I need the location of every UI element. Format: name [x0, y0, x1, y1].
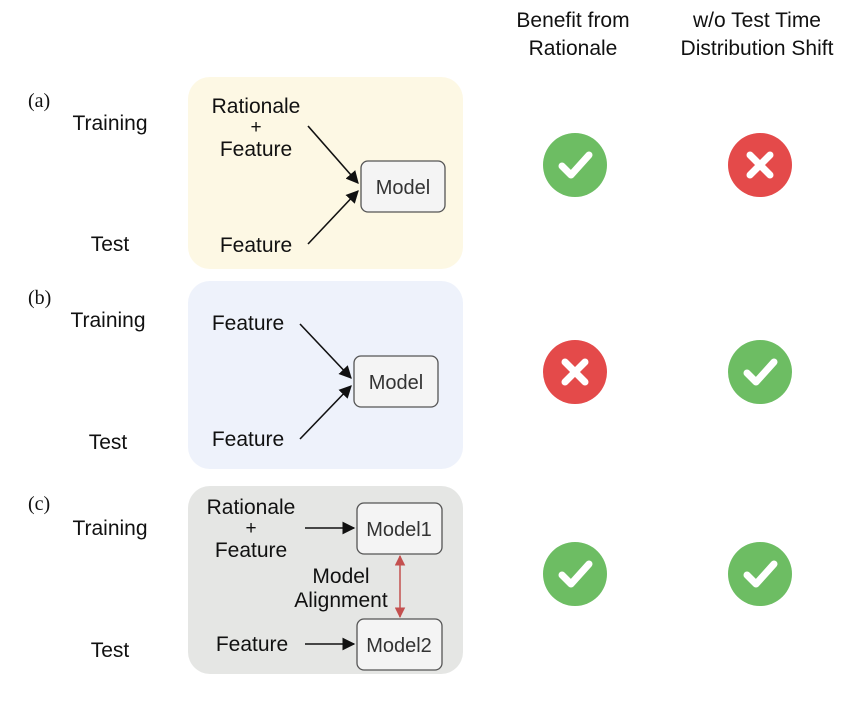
- row-c-train-input-line1: Rationale: [207, 496, 296, 519]
- row-b-benefit-cross-icon: [543, 340, 607, 404]
- row-c-model2-label: Model2: [366, 635, 432, 657]
- row-a-test-input: Feature: [220, 234, 292, 257]
- header-shift-line1: w/o Test Time: [692, 9, 821, 32]
- row-a-train-arrow: [307, 125, 359, 184]
- row-b-test-label: Test: [89, 431, 128, 454]
- row-a-test-arrow: [307, 190, 359, 245]
- row-b-train-arrow: [299, 323, 352, 379]
- header-benefit-line2: Rationale: [529, 37, 618, 60]
- row-c-alignment-line1: Model: [312, 565, 369, 588]
- row-b-test-input: Feature: [212, 428, 284, 451]
- row-c: (c) Training Test Rationale + Feature Mo…: [28, 486, 792, 674]
- header-benefit-line1: Benefit from: [516, 9, 629, 32]
- row-a-benefit-check-icon: [543, 133, 607, 197]
- row-a-panel: [188, 77, 463, 269]
- row-c-model2-box: [356, 618, 443, 671]
- row-a: (a) Training Test Rationale + Feature Fe…: [28, 77, 792, 269]
- row-b-model-box: [353, 355, 439, 408]
- header-shift-line2: Distribution Shift: [681, 37, 834, 60]
- row-b-shift-check-icon: [728, 340, 792, 404]
- row-a-train-input-plus: +: [250, 117, 261, 138]
- row-b-model-label: Model: [369, 372, 423, 394]
- row-c-train-input-line2: Feature: [215, 539, 287, 562]
- row-b-training-label: Training: [70, 309, 145, 332]
- row-c-training-label: Training: [72, 517, 147, 540]
- row-a-shift-cross-icon: [728, 133, 792, 197]
- column-headers: Benefit from Rationale w/o Test Time Dis…: [516, 9, 833, 60]
- row-c-alignment-line2: Alignment: [294, 589, 388, 612]
- row-c-benefit-check-icon: [543, 542, 607, 606]
- row-b-train-input: Feature: [212, 312, 284, 335]
- row-c-model1-box: [356, 502, 443, 555]
- row-a-train-input-line1: Rationale: [212, 95, 301, 118]
- row-c-test-label: Test: [91, 639, 130, 662]
- row-c-test-input: Feature: [216, 633, 288, 656]
- row-b-panel: [188, 281, 463, 469]
- row-c-shift-check-icon: [728, 542, 792, 606]
- row-a-model-label: Model: [376, 177, 430, 199]
- row-a-training-label: Training: [72, 112, 147, 135]
- row-b-test-arrow: [299, 385, 352, 440]
- row-a-train-input-line2: Feature: [220, 138, 292, 161]
- row-c-train-input-plus: +: [245, 518, 256, 539]
- row-a-model-box: [360, 160, 446, 213]
- row-c-model1-label: Model1: [366, 519, 432, 541]
- row-b-tag: (b): [28, 287, 51, 309]
- row-a-tag: (a): [28, 90, 50, 112]
- row-c-tag: (c): [28, 493, 50, 515]
- row-a-test-label: Test: [91, 233, 130, 256]
- row-b: (b) Training Test Feature Feature Model: [28, 281, 792, 469]
